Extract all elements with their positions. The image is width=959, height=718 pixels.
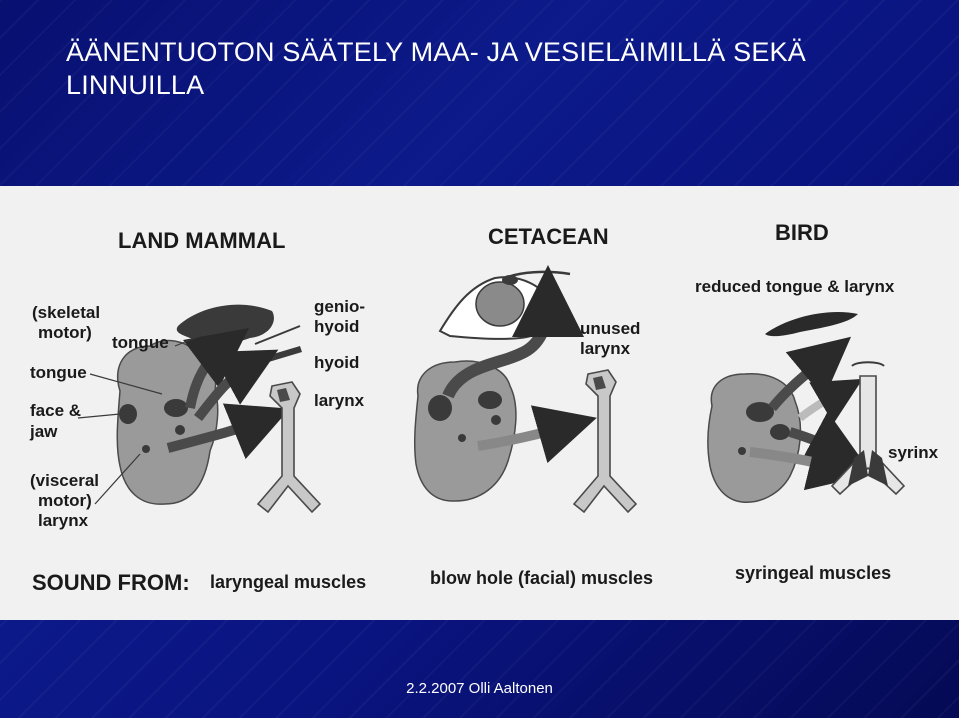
bird-syrinx-right — [868, 450, 888, 486]
cetacean-arrow-larynx — [477, 405, 597, 464]
bird-arrow-syrinx-2 — [749, 431, 870, 491]
cetacean-nucleus-2 — [478, 391, 502, 409]
land-tongue-shape — [176, 304, 274, 344]
cetacean-nucleus-4 — [458, 434, 466, 442]
land-nucleus-face — [119, 404, 137, 424]
land-hyoid-bar — [260, 346, 302, 364]
label-reduced-tongue: reduced tongue & larynx — [695, 277, 895, 296]
vocal-control-diagram: LAND MAMMAL (skeletal motor) tongue face… — [29, 220, 939, 595]
bird-nucleus-3 — [738, 447, 746, 455]
label-visceral-1: (visceral — [30, 471, 99, 490]
cetacean-larynx-cartilage — [593, 376, 606, 390]
cetacean-melon — [475, 281, 525, 327]
vocal-control-figure: LAND MAMMAL (skeletal motor) tongue face… — [0, 186, 959, 620]
cetacean-arrow-blowhole — [442, 265, 584, 399]
label-sound-bird: syringeal muscles — [735, 563, 891, 583]
bird-nucleus-1 — [746, 402, 774, 422]
header-cetacean: CETACEAN — [488, 224, 609, 249]
land-nucleus-small — [175, 425, 185, 435]
cetacean-nucleus-3 — [491, 415, 501, 425]
label-larynx: larynx — [314, 391, 365, 410]
land-leader-tongue — [89, 373, 163, 395]
bird-arrow-tongue — [768, 336, 852, 412]
land-arrow-3 — [166, 403, 290, 460]
label-sound-land: laryngeal muscles — [210, 572, 366, 592]
bird-nucleus-2 — [770, 424, 790, 440]
cetacean-blowhole — [502, 275, 518, 285]
label-tongue-brain: tongue — [30, 363, 87, 382]
label-visceral-2: motor) — [38, 491, 92, 510]
cetacean-nucleus-1 — [428, 395, 452, 421]
land-leader-larynx — [94, 453, 141, 505]
land-nucleus-tongue — [164, 399, 188, 417]
land-leader-face — [77, 413, 121, 419]
land-nucleus-larynx — [142, 445, 150, 453]
label-unused-2: larynx — [580, 339, 631, 358]
land-leader-tongue-organ — [174, 335, 201, 347]
label-sound-from: SOUND FROM: — [32, 570, 190, 595]
bird-arrow-light — [797, 378, 863, 424]
label-sound-cetacean: blow hole (facial) muscles — [430, 568, 653, 588]
label-face-2: jaw — [29, 422, 58, 441]
header-bird: BIRD — [775, 220, 829, 245]
slide-footer: 2.2.2007 Olli Aaltonen — [406, 680, 553, 697]
cetacean-trachea — [572, 369, 638, 514]
land-arrow-2 — [194, 349, 279, 422]
land-larynx-cartilage — [277, 388, 290, 402]
label-tongue-organ: tongue — [112, 333, 169, 352]
label-skeletal-2: motor) — [38, 323, 92, 342]
label-face-1: face & — [30, 401, 81, 420]
bird-tongue — [765, 312, 858, 337]
label-skeletal-1: (skeletal — [32, 303, 100, 322]
label-unused-1: unused — [580, 319, 640, 338]
bird-trachea-top — [851, 361, 885, 367]
slide-title: ÄÄNENTUOTON SÄÄTELY MAA- JA VESIELÄIMILL… — [66, 37, 806, 100]
label-visceral-3: larynx — [38, 511, 89, 530]
header-land-mammal: LAND MAMMAL — [118, 228, 285, 253]
label-syrinx: syrinx — [888, 443, 939, 462]
label-genio-2: hyoid — [314, 317, 359, 336]
label-hyoid: hyoid — [314, 353, 359, 372]
land-trachea — [256, 381, 322, 514]
label-genio-1: genio- — [314, 297, 365, 316]
bird-syrinx-left — [848, 450, 868, 486]
land-geniohyoid-line — [254, 325, 301, 345]
